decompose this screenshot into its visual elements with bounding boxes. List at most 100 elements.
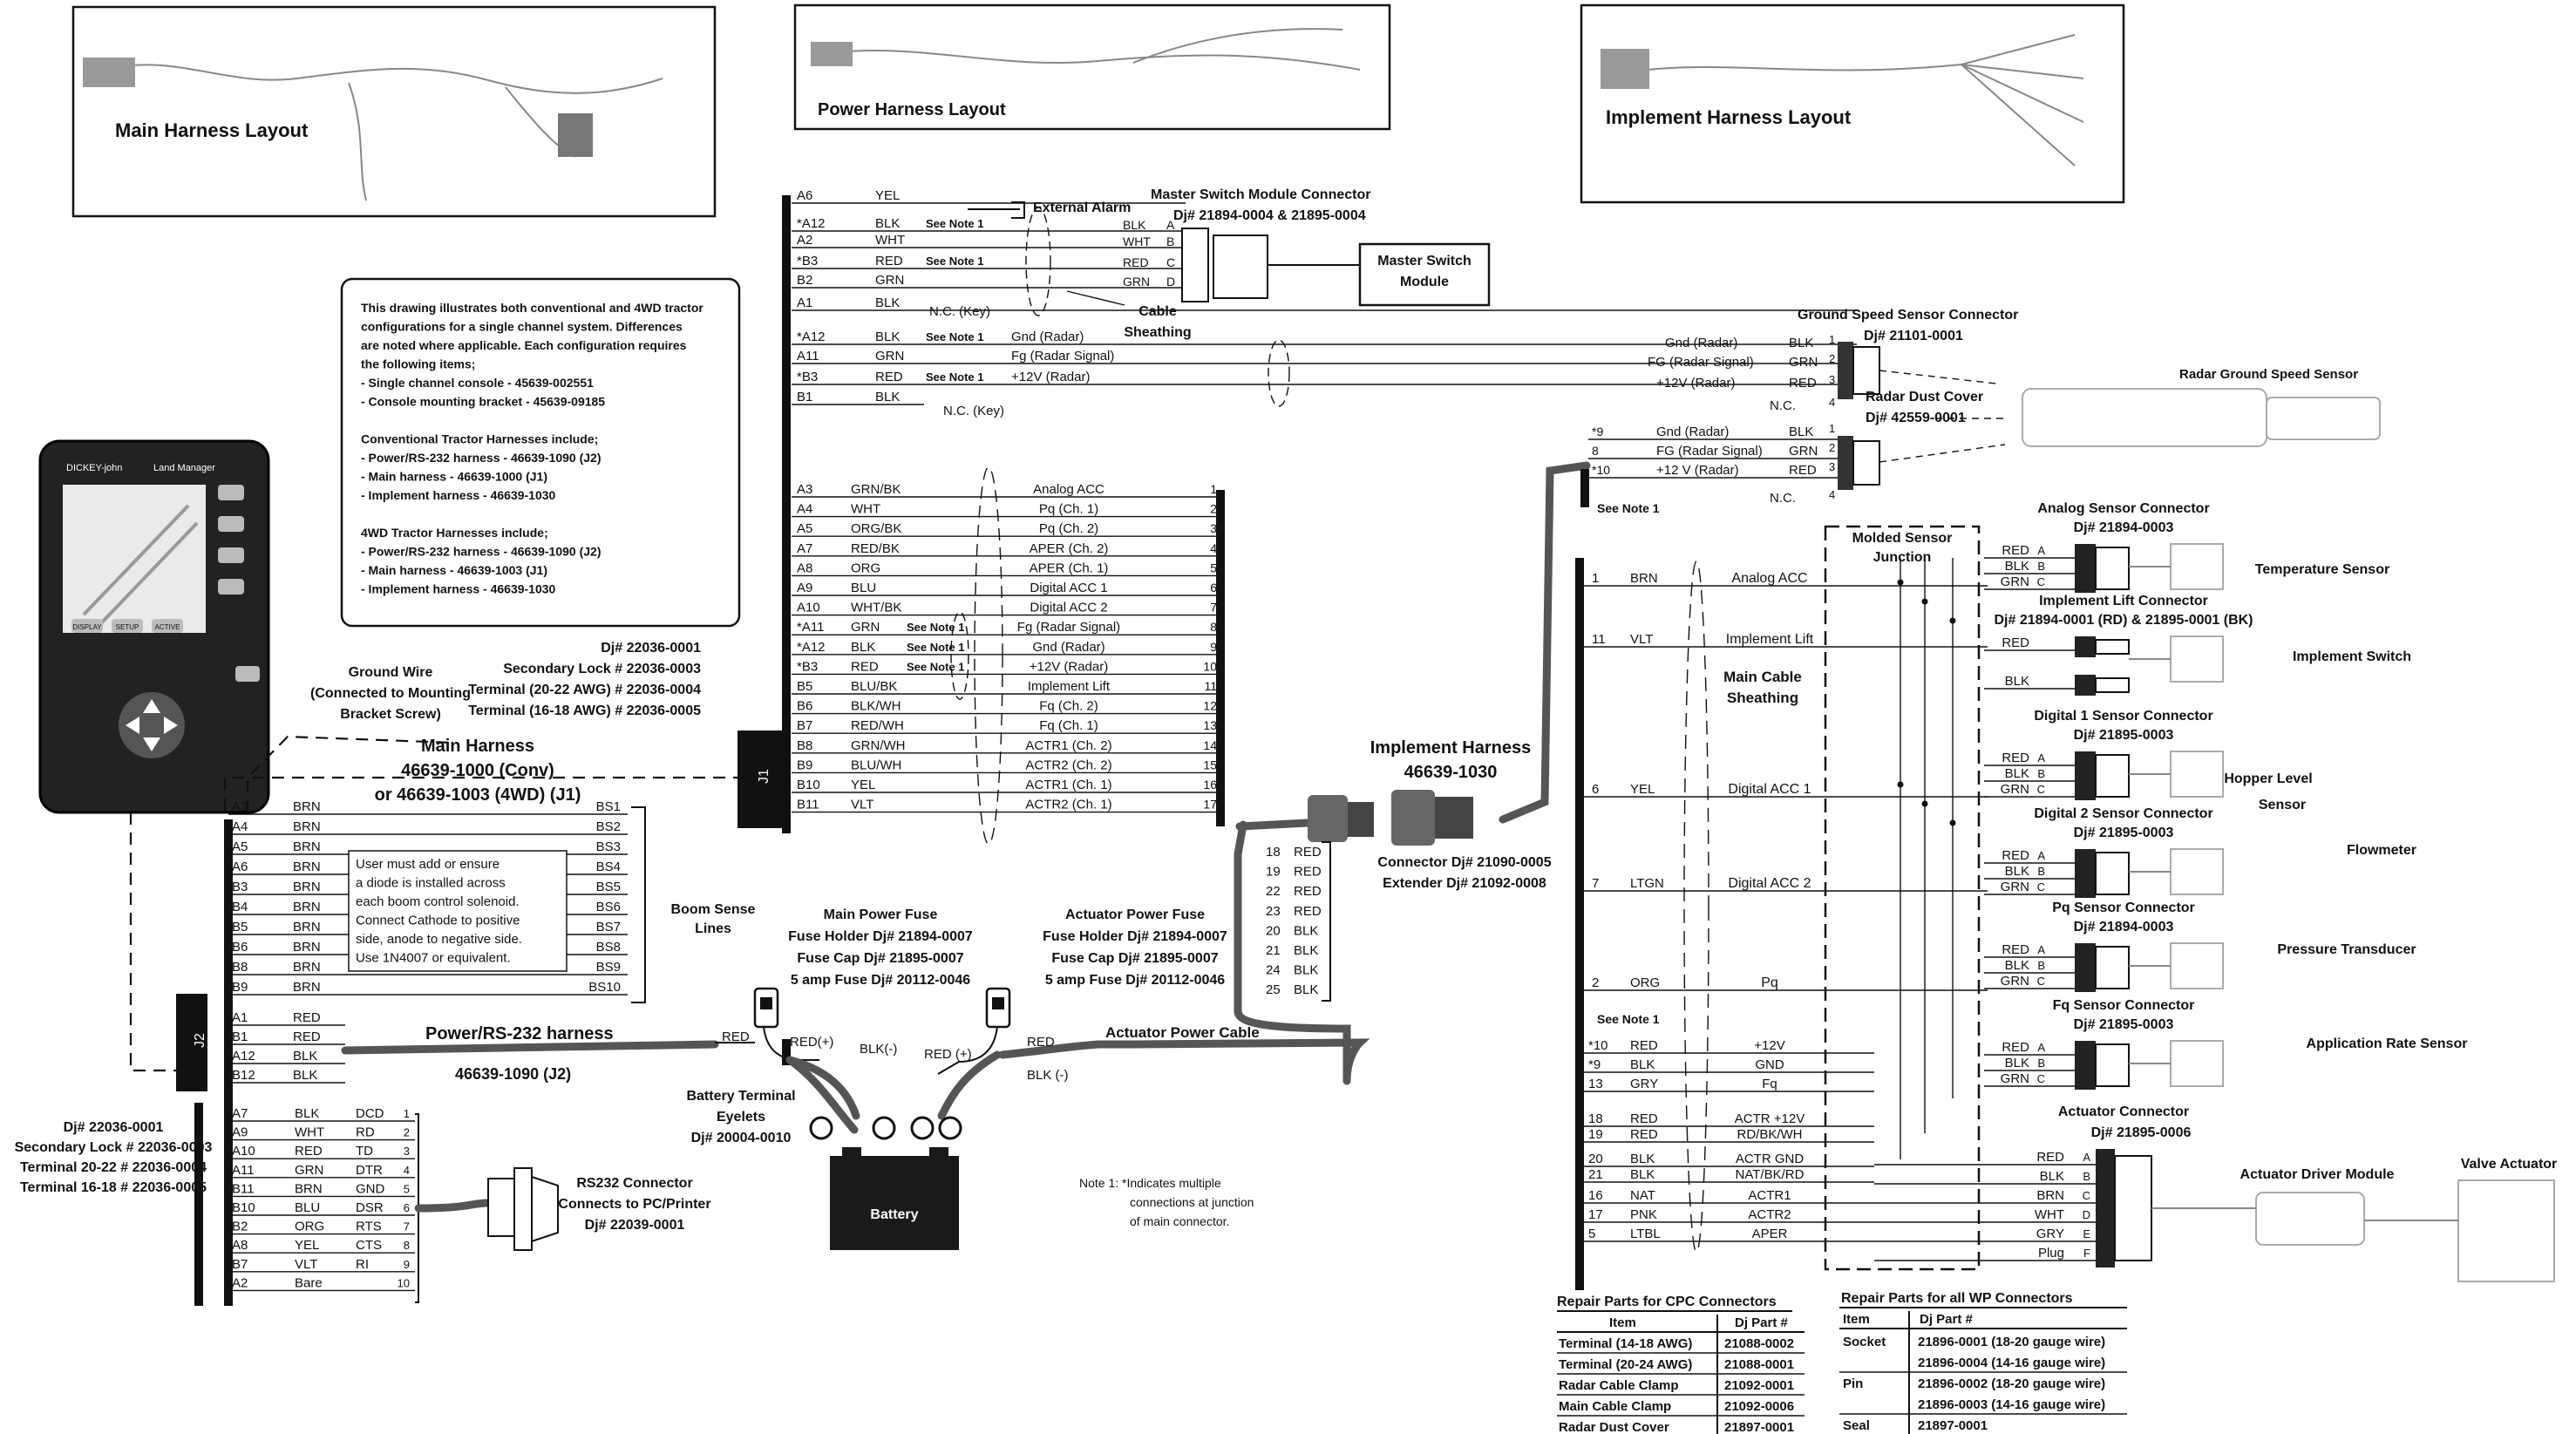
signal-label: +12V (Radar)	[1656, 376, 1735, 391]
pin-letter: C	[2083, 1189, 2090, 1202]
power-harness-name: Power/RS-232 harness	[425, 1024, 614, 1043]
main-fuse-label: Fuse Holder Dj# 21894-0007	[788, 929, 973, 944]
molded-junction-label: Junction	[1873, 550, 1932, 565]
signal-label: GND	[1755, 1057, 1784, 1072]
wire-color: BLK	[1789, 336, 1813, 350]
signal-label: +12V (Radar)	[1011, 370, 1090, 384]
signal-label: +12V	[1754, 1038, 1784, 1053]
pin-number: B4	[232, 900, 248, 914]
wire-color: LTBL	[1630, 1227, 1661, 1241]
wp-table-header: Item	[1843, 1312, 1870, 1327]
pin-number: 3	[1829, 460, 1835, 473]
wire-color: YEL	[295, 1238, 319, 1253]
ground-wire-text: Bracket Screw)	[340, 707, 441, 722]
connector-body	[2075, 1041, 2096, 1090]
pin-number: 8	[404, 1239, 410, 1252]
cpc-table-header: Item	[1609, 1315, 1636, 1330]
pin-number: B11	[232, 1181, 255, 1196]
pin-letter: D	[1166, 275, 1175, 289]
rs232-connector-label: RS232 Connector	[576, 1176, 692, 1191]
wire-color: RED	[1294, 865, 1322, 880]
pin-number: 8	[1210, 620, 1217, 634]
rs232-signal: DSR	[356, 1200, 384, 1215]
boom-sense-label: BS3	[596, 839, 621, 854]
wire-color: ORG	[851, 561, 880, 575]
wire-color: RED	[295, 1144, 323, 1159]
wire-color: BLK	[2005, 559, 2029, 574]
signal-label: FG (Radar Signal)	[1648, 355, 1754, 370]
signal-label: Gnd (Radar)	[1032, 640, 1104, 655]
see-note-label: See Note 1	[1597, 501, 1660, 515]
wire-color: RED	[1027, 1035, 1055, 1050]
signal-label: +12 V (Radar)	[1656, 463, 1739, 478]
connector-body	[1838, 436, 1853, 490]
wp-table-header: Dj Part #	[1920, 1312, 1974, 1327]
pin-letter: D	[2083, 1208, 2090, 1221]
pin-number: B8	[232, 960, 248, 975]
wire	[1066, 290, 1125, 306]
wire-color: GRN	[875, 349, 904, 364]
implement-connector-label: Connector Dj# 21090-0005	[1377, 855, 1551, 870]
wire-color: BLK	[2005, 958, 2029, 973]
boom-sense-label: BS5	[596, 880, 621, 894]
console-key	[112, 619, 143, 633]
pin-number: 23	[1266, 904, 1281, 919]
wire-color: RED	[2002, 751, 2029, 765]
pin-number: B11	[797, 798, 819, 812]
wp-table-part: 21896-0001 (18-20 gauge wire)	[1918, 1335, 2105, 1349]
diode-note-line: User must add or ensure	[356, 857, 500, 872]
sensor-device-label: Implement Switch	[2293, 649, 2411, 664]
wire-color: RED	[851, 659, 879, 674]
wire-color: RED	[722, 1030, 750, 1044]
note-1-line: connections at junction	[1130, 1195, 1254, 1209]
description-line: - Implement harness - 46639-1030	[361, 582, 556, 596]
wire-color: BLK	[1294, 923, 1318, 938]
wire-color: GRY	[1630, 1077, 1658, 1091]
main-harness-layout-panel: Main Harness Layout	[71, 5, 717, 218]
wire-color: BLK	[875, 296, 900, 310]
sensor-connector-part: Dj# 21895-0003	[2074, 826, 2174, 840]
wire-color: BLK	[875, 216, 900, 231]
description-line: configurations for a single channel syst…	[361, 320, 683, 334]
diode-note-line: Use 1N4007 or equivalent.	[356, 951, 511, 966]
molded-sensor-junction	[1824, 525, 1981, 1271]
pin-number: *10	[1588, 1038, 1608, 1053]
pin-number: 13	[1588, 1077, 1603, 1091]
wire-color: BLK/WH	[851, 699, 901, 714]
pin-number: 7	[1592, 876, 1599, 891]
j1-connector-info: Dj# 22036-0001	[601, 641, 701, 656]
pin-letter: C	[2037, 783, 2045, 796]
wire-color: RED	[293, 1030, 321, 1044]
diode-note-line: each boom control solenoid.	[356, 894, 520, 909]
j2-connector-info: Terminal 20-22 # 22036-0004	[20, 1160, 207, 1175]
pin-number: 6	[404, 1201, 410, 1214]
description-line: are noted where applicable. Each configu…	[361, 338, 687, 352]
master-switch-module-label: Master Switch	[1377, 254, 1472, 268]
signal-label: APER (Ch. 2)	[1030, 541, 1109, 556]
master-switch-connector-title: Master Switch Module Connector	[1151, 187, 1370, 202]
wire-color: BLK	[293, 1049, 317, 1064]
pin-letter: A	[2037, 751, 2045, 765]
wire-color: RED	[1123, 255, 1149, 269]
battery-eyelets-label: Eyelets	[717, 1110, 765, 1125]
wire-color: WHT	[2035, 1207, 2064, 1222]
wire-color: VLT	[295, 1257, 317, 1272]
wp-table-item: Pin	[1843, 1376, 1863, 1391]
pin-number: 14	[1203, 738, 1217, 752]
pin-number: *10	[1592, 463, 1610, 477]
wire-color: GRN	[2001, 1071, 2029, 1086]
pin-number: 12	[1203, 699, 1217, 713]
boom-sense-label: BS6	[596, 900, 621, 914]
signal-label: Gnd (Radar)	[1011, 330, 1084, 344]
wire-color: RED (+)	[924, 1047, 972, 1062]
harness-connector-icon	[83, 58, 135, 87]
wire-color: VLT	[851, 798, 873, 812]
description-line: - Power/RS-232 harness - 46639-1090 (J2)	[361, 451, 601, 465]
diode-note-line: Connect Cathode to positive	[356, 914, 520, 928]
radar-dust-cover-part: Dj# 42559-0001	[1866, 411, 1966, 425]
j2-label: J2	[193, 1033, 207, 1048]
pin-number: 10	[398, 1276, 410, 1289]
actuator-driver-module-drawing	[2255, 1192, 2365, 1246]
